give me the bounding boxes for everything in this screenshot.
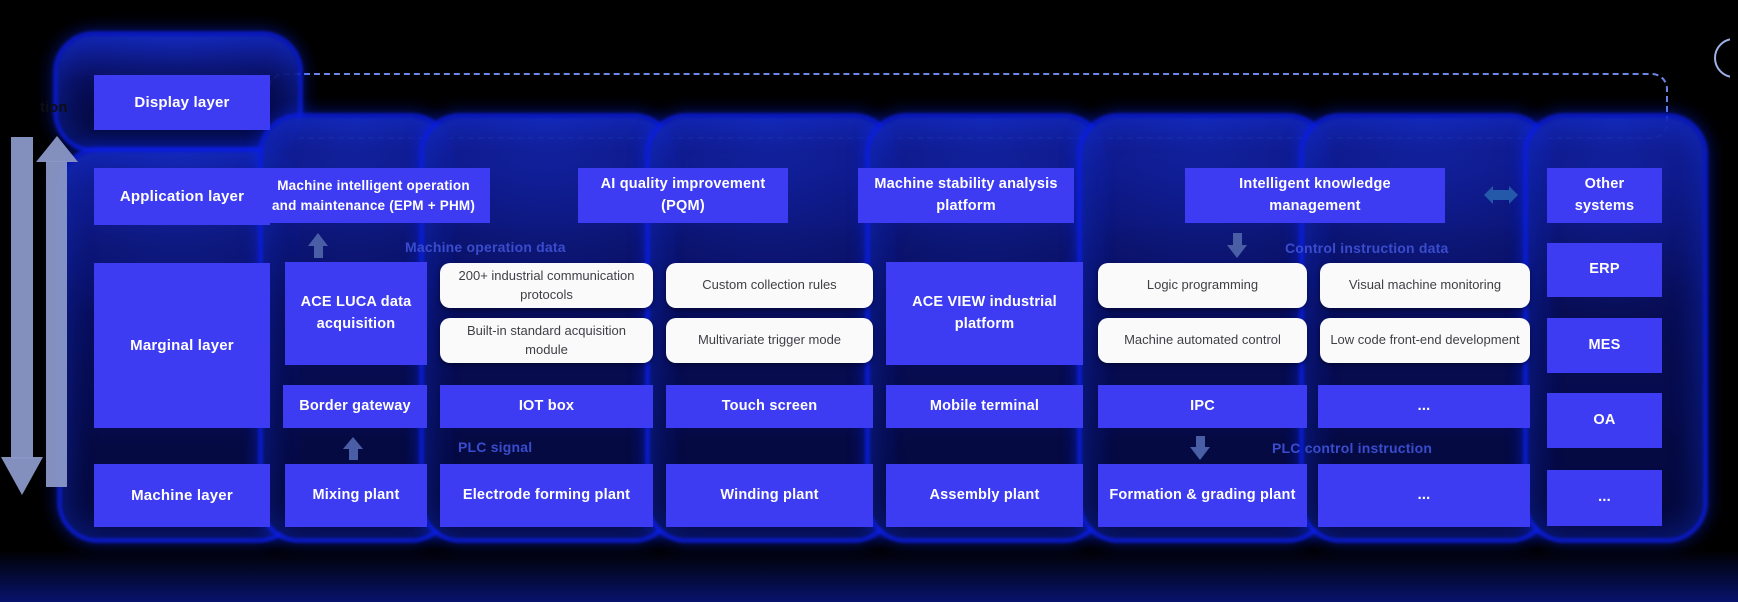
right-box-erp: ERP	[1547, 243, 1662, 297]
machine-box-formation-grading: Formation & grading plant	[1098, 464, 1307, 527]
app-box-knowledge-mgmt: Intelligent knowledge management	[1185, 168, 1445, 223]
right-box-mes: MES	[1547, 318, 1662, 373]
terminal-box-iot-box: IOT box	[440, 385, 653, 428]
right-box-oa: OA	[1547, 393, 1662, 448]
pill-machine-automated-control: Machine automated control	[1098, 318, 1307, 363]
terminal-box-mobile-terminal: Mobile terminal	[886, 385, 1083, 428]
app-box-stability-platform: Machine stability analysis platform	[858, 168, 1074, 223]
pill-acquisition-module: Built-in standard acquisition module	[440, 318, 653, 363]
layer-box-marginal: Marginal layer	[94, 263, 270, 428]
bottom-glow-band	[0, 550, 1738, 602]
app-box-epm-phm: Machine intelligent operation and mainte…	[257, 168, 490, 223]
marginal-box-ace-view: ACE VIEW industrial platform	[886, 262, 1083, 365]
terminal-box-ipc: IPC	[1098, 385, 1307, 428]
machine-box-mixing-plant: Mixing plant	[285, 464, 427, 527]
pill-low-code: Low code front-end development	[1320, 318, 1530, 363]
app-box-pqm: AI quality improvement (PQM)	[578, 168, 788, 223]
corner-arc-icon	[1714, 38, 1730, 78]
machine-box-assembly-plant: Assembly plant	[886, 464, 1083, 527]
pill-custom-collection: Custom collection rules	[666, 263, 873, 308]
flow-label-control-instruction-data: Control instruction data	[1285, 240, 1449, 256]
flow-label-machine-operation-data: Machine operation data	[405, 239, 566, 255]
pill-visual-monitoring: Visual machine monitoring	[1320, 263, 1530, 308]
terminal-box-more: ...	[1318, 385, 1530, 428]
right-box-more: ...	[1547, 470, 1662, 526]
pill-multivariate-trigger: Multivariate trigger mode	[666, 318, 873, 363]
machine-box-electrode-forming: Electrode forming plant	[440, 464, 653, 527]
right-box-other-systems: Other systems	[1547, 168, 1662, 223]
machine-box-winding-plant: Winding plant	[666, 464, 873, 527]
flow-label-plc-control-instruction: PLC control instruction	[1272, 440, 1433, 456]
pill-comm-protocols: 200+ industrial communication protocols	[440, 263, 653, 308]
pill-logic-programming: Logic programming	[1098, 263, 1307, 308]
layer-box-display: Display layer	[94, 75, 270, 130]
layer-box-machine: Machine layer	[94, 464, 270, 527]
clipped-left-text: tion	[40, 99, 68, 116]
marginal-box-ace-luca: ACE LUCA data acquisition	[285, 262, 427, 365]
machine-box-more: ...	[1318, 464, 1530, 527]
terminal-box-touch-screen: Touch screen	[666, 385, 873, 428]
layer-box-application: Application layer	[94, 168, 270, 225]
flow-label-plc-signal: PLC signal	[458, 439, 533, 455]
terminal-box-border-gateway: Border gateway	[283, 385, 427, 428]
